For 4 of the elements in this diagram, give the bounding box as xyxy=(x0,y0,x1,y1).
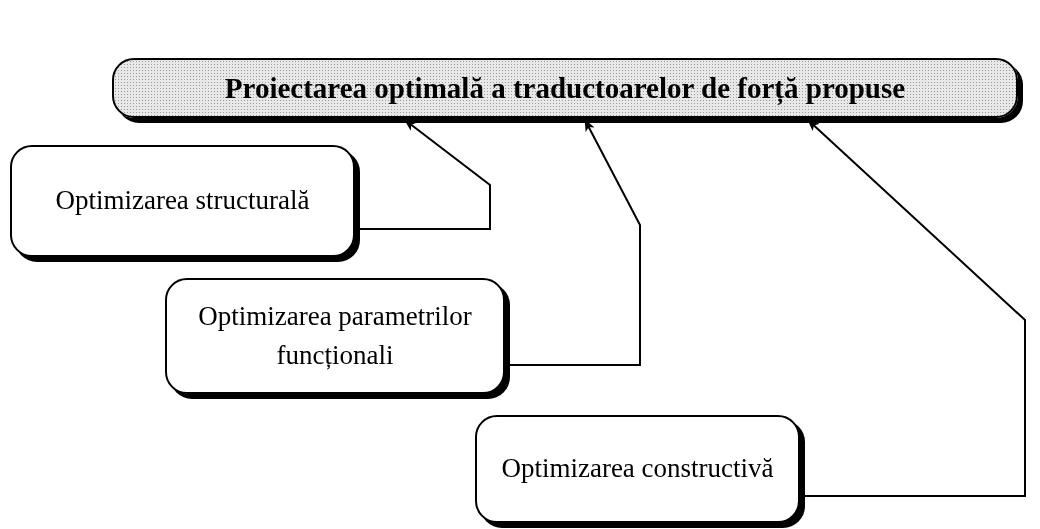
box-label: Proiectarea optimală a traductoarelor de forță propuse xyxy=(223,70,907,107)
box-label: Optimizarea parametrilor funcționali xyxy=(197,299,473,372)
box-label: Optimizarea structurală xyxy=(54,184,311,218)
box-label: Optimizarea constructivă xyxy=(500,452,775,486)
